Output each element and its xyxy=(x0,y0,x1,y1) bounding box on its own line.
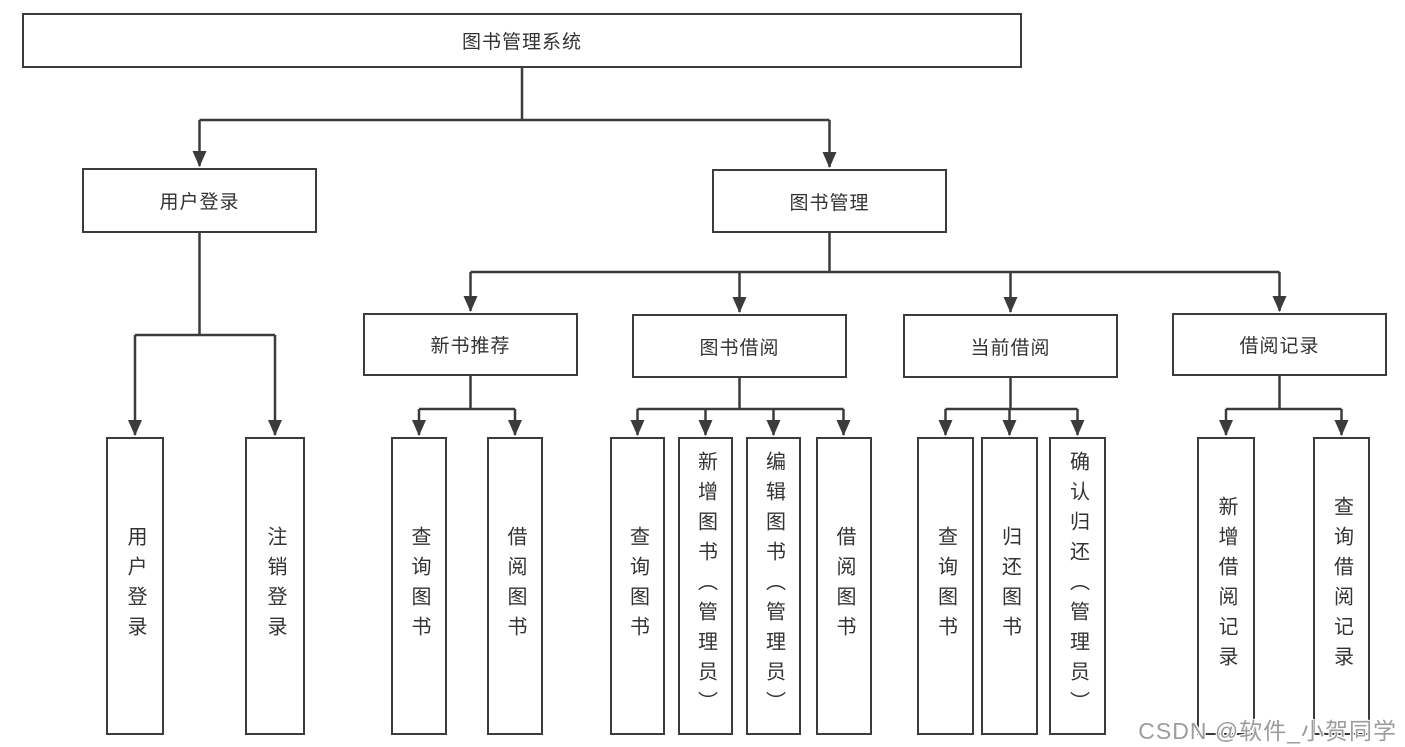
connector-book-borrow xyxy=(637,378,844,411)
leaf-label: 确认归还（管理员） xyxy=(1066,451,1089,721)
leaf-return-books: 归还图书 xyxy=(981,437,1038,735)
leaf-query-borrow-record: 查询借阅记录 xyxy=(1313,437,1370,735)
connector-user-login xyxy=(135,233,275,337)
connector-new-books xyxy=(419,376,515,411)
node-library-system: 图书管理系统 xyxy=(22,13,1022,68)
leaf-edit-books-admin: 编辑图书（管理员） xyxy=(746,437,801,735)
connector-current-borrow xyxy=(945,378,1078,411)
leaf-label: 查询图书 xyxy=(934,526,957,646)
leaf-query-books-recommend: 查询图书 xyxy=(391,437,447,735)
leaf-user-login: 用户登录 xyxy=(106,437,164,735)
node-current-borrowing: 当前借阅 xyxy=(903,314,1118,378)
connector-root xyxy=(199,68,830,122)
leaf-borrow-books: 借阅图书 xyxy=(816,437,872,735)
leaf-label: 编辑图书（管理员） xyxy=(762,451,785,721)
leaf-add-books-admin: 新增图书（管理员） xyxy=(678,437,733,735)
leaf-label: 注销登录 xyxy=(264,526,286,646)
node-book-borrowing: 图书借阅 xyxy=(632,314,847,378)
leaf-label: 查询借阅记录 xyxy=(1330,496,1353,676)
leaf-borrow-books-recommend: 借阅图书 xyxy=(487,437,543,735)
leaf-label: 借阅图书 xyxy=(833,526,855,646)
leaf-label: 新增借阅记录 xyxy=(1215,496,1237,676)
connector-borrow-records xyxy=(1226,376,1342,411)
node-new-book-recommend: 新书推荐 xyxy=(363,313,578,376)
node-book-management: 图书管理 xyxy=(712,169,947,233)
leaf-label: 归还图书 xyxy=(998,526,1021,646)
node-user-login: 用户登录 xyxy=(82,168,317,233)
leaf-query-books-current: 查询图书 xyxy=(917,437,974,735)
node-borrow-records: 借阅记录 xyxy=(1172,313,1387,376)
leaf-add-borrow-record: 新增借阅记录 xyxy=(1197,437,1255,735)
leaf-label: 查询图书 xyxy=(626,526,649,646)
leaf-label: 借阅图书 xyxy=(504,526,526,646)
csdn-watermark: CSDN @软件_小贺同学 xyxy=(1138,718,1397,744)
leaf-confirm-return-admin: 确认归还（管理员） xyxy=(1049,437,1106,735)
leaf-query-books-borrow: 查询图书 xyxy=(610,437,665,735)
leaf-logout: 注销登录 xyxy=(245,437,305,735)
leaf-label: 新增图书（管理员） xyxy=(694,451,717,721)
connector-book-mgmt xyxy=(470,233,1280,274)
leaf-label: 用户登录 xyxy=(124,526,146,646)
leaf-label: 查询图书 xyxy=(408,526,430,646)
